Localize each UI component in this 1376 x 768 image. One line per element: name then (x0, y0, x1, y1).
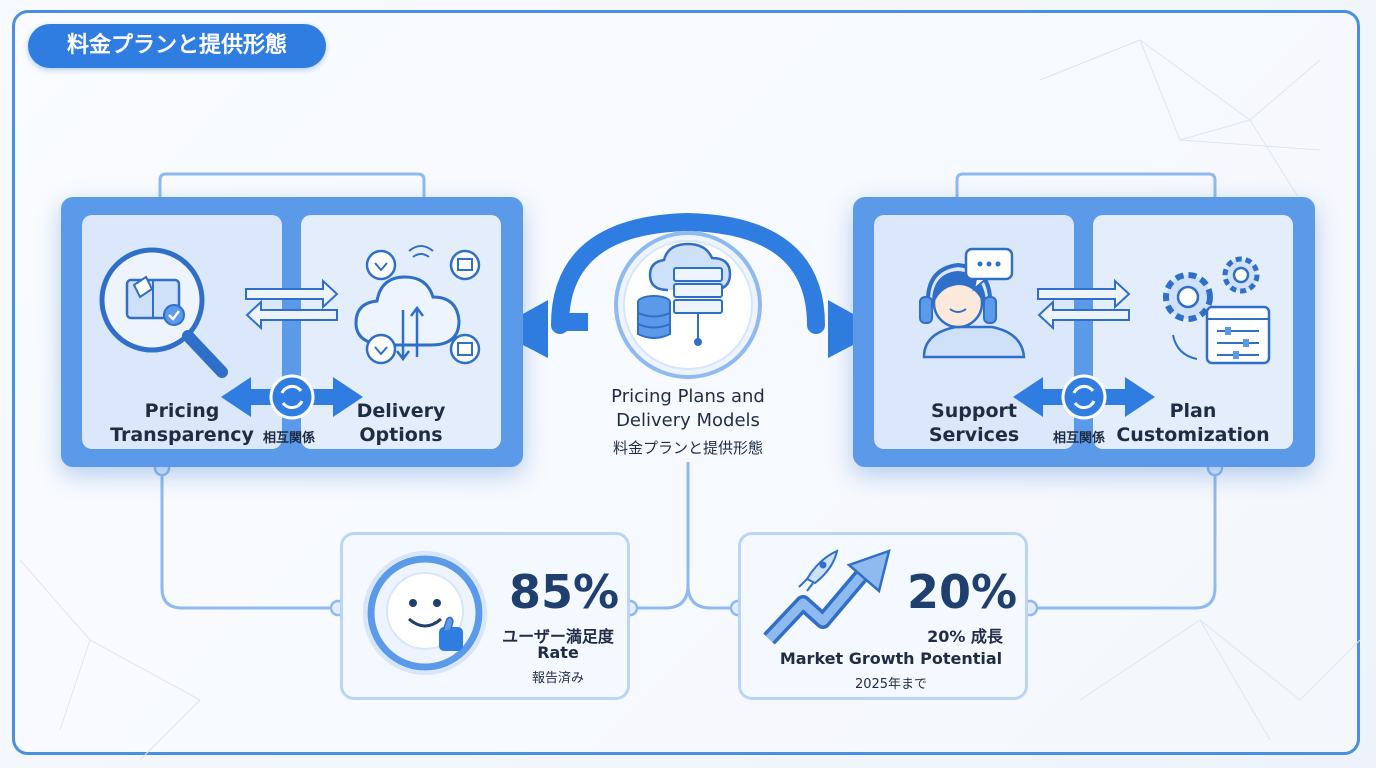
rocket-growth-arrow-icon (763, 549, 891, 645)
right-panel: Support Services Plan Customization 相互関係 (853, 197, 1315, 467)
delivery-options-card: Delivery Options (301, 215, 501, 449)
plan-customization-label: Plan Customization (1116, 400, 1270, 446)
growth-note: 2025年まで (854, 677, 928, 692)
smiley-thumbs-up-icon (363, 551, 487, 675)
growth-label-market: Market Growth Potential (779, 649, 1003, 668)
growth-label: 20% 成長 (927, 627, 1003, 646)
pricing-transparency-card: Pricing Transparency (82, 215, 282, 449)
right-relation-label: 相互関係 (1053, 431, 1106, 446)
center-title: Pricing Plans and Delivery Models (611, 386, 765, 431)
satisfaction-value: 85% (509, 565, 620, 619)
pricing-transparency-label: Pricing Transparency (110, 400, 254, 446)
cloud-delivery-icon (354, 245, 481, 365)
growth-stat-card: 20% 20% 成長 Market Growth Potential 2025年… (738, 532, 1028, 700)
satisfaction-label: ユーザー満足度 (502, 627, 614, 646)
magnifier-book-tag-icon (99, 247, 228, 378)
delivery-options-label: Delivery Options (356, 400, 446, 446)
satisfaction-note: 報告済み (531, 671, 584, 686)
growth-value: 20% (907, 565, 1018, 619)
support-agent-icon (919, 247, 1026, 359)
left-panel: Pricing Transparency Delivery Options (61, 197, 523, 467)
center-subtitle: 料金プランと提供形態 (612, 439, 763, 457)
left-relation-label: 相互関係 (263, 431, 316, 446)
support-services-card: Support Services (874, 215, 1074, 449)
page-title: 料金プランと提供形態 (28, 24, 326, 68)
plan-customization-card: Plan Customization (1093, 215, 1293, 449)
satisfaction-label-rate: Rate (537, 643, 579, 662)
support-services-label: Support Services (928, 400, 1020, 446)
satisfaction-stat-card: 85% ユーザー満足度 Rate 報告済み (340, 532, 630, 700)
gears-settings-icon (1163, 256, 1271, 365)
